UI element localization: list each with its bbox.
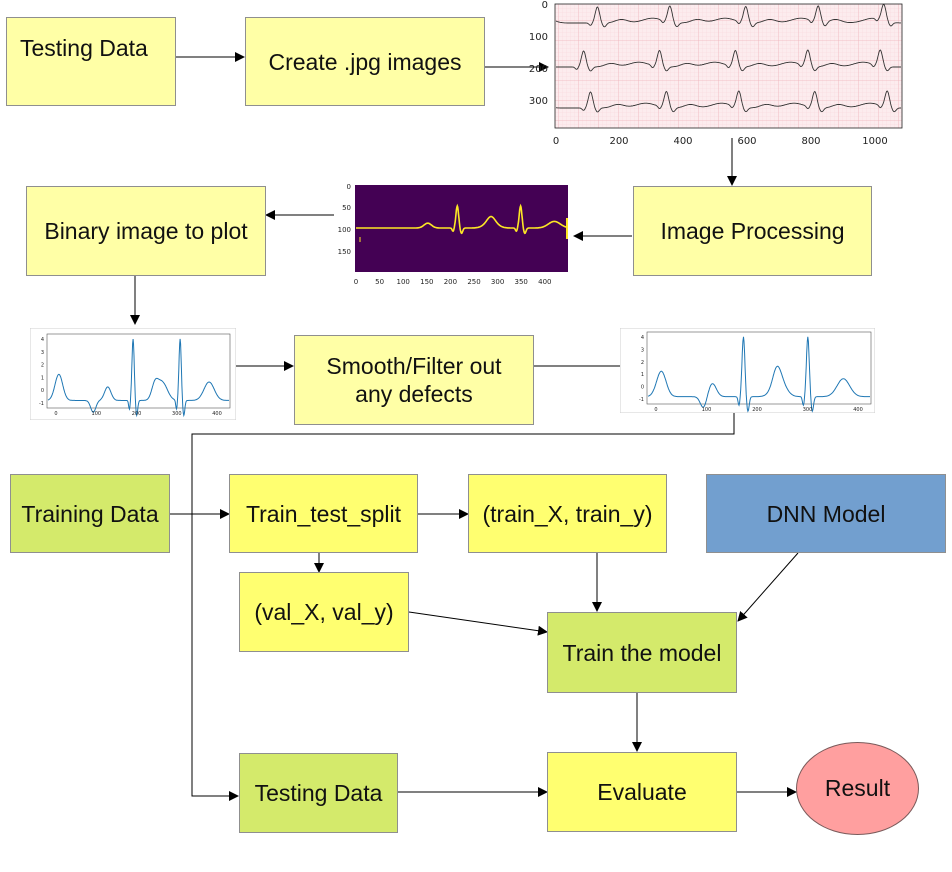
ecg-ytick-3: 300 <box>529 96 548 107</box>
raw-xticks-3: 300 <box>172 411 182 417</box>
smooth-yticks-1: 3 <box>641 347 644 353</box>
smooth-xticks-4: 400 <box>853 407 863 413</box>
raw-signal-plot: 4 3 2 1 0 -1 0 100 200 300 400 <box>30 328 236 420</box>
raw-yticks-3: 1 <box>41 375 44 381</box>
ecg-yticks: 0 100 200 300 <box>529 0 548 107</box>
ecg-traces <box>555 3 901 113</box>
testing-data-top-box: Testing Data <box>6 17 176 106</box>
ecg-xtick-2: 400 <box>673 136 692 147</box>
raw-xticks-1: 100 <box>92 411 102 417</box>
ecg-image-figure: 0 100 200 300 0 200 400 600 800 1000 <box>529 0 903 147</box>
binary-xtick-5: 250 <box>467 278 480 286</box>
training-data-box: Training Data <box>10 474 170 553</box>
binary-ytick-1: 50 <box>342 204 351 212</box>
train-model-box: Train the model <box>547 612 737 693</box>
smooth-xticks-0: 0 <box>654 407 657 413</box>
binary-xtick-8: 400 <box>538 278 551 286</box>
binary-xtick-2: 100 <box>397 278 410 286</box>
smooth-yticks-4: 0 <box>641 385 644 391</box>
result-oval: Result <box>796 742 919 835</box>
smooth-yticks-3: 1 <box>641 372 644 378</box>
raw-yticks-4: 0 <box>41 388 44 394</box>
binary-ytick-3: 150 <box>338 248 351 256</box>
arrow-valxy-to-model <box>408 611 548 636</box>
connector-cleanplot-to-testing <box>191 408 735 801</box>
train-test-split-box: Train_test_split <box>229 474 418 553</box>
raw-signal-line <box>47 338 229 418</box>
smooth-filter-line1: Smooth/Filter out <box>326 353 502 379</box>
binary-ytick-2: 100 <box>338 226 351 234</box>
ecg-xtick-3: 600 <box>737 136 756 147</box>
ecg-xtick-0: 0 <box>553 136 559 147</box>
testing-data-bottom-box: Testing Data <box>239 753 398 833</box>
ecg-ytick-1: 100 <box>529 32 548 43</box>
arrow-dnn-to-model <box>737 552 799 622</box>
smooth-yticks-5: -1 <box>639 397 644 403</box>
image-processing-box: Image Processing <box>633 186 872 276</box>
ecg-xtick-4: 800 <box>801 136 820 147</box>
raw-yticks: 4 3 2 1 0 -1 <box>39 337 44 407</box>
raw-xticks-0: 0 <box>54 411 57 417</box>
train-xy-box: (train_X, train_y) <box>468 474 667 553</box>
smooth-xticks: 0 100 200 300 400 <box>654 407 862 413</box>
binary-ytick-0: 0 <box>347 183 351 191</box>
smooth-xticks-2: 200 <box>752 407 762 413</box>
ecg-xtick-5: 1000 <box>862 136 887 147</box>
ecg-xtick-1: 200 <box>609 136 628 147</box>
binary-xtick-3: 150 <box>420 278 433 286</box>
smooth-yticks-0: 4 <box>641 335 644 341</box>
binary-xtick-4: 200 <box>444 278 457 286</box>
raw-yticks-1: 3 <box>41 350 44 356</box>
binary-xtick-7: 350 <box>515 278 528 286</box>
binary-xtick-1: 50 <box>375 278 384 286</box>
val-xy-box: (val_X, val_y) <box>239 572 409 652</box>
binary-yticks: 0 50 100 150 <box>338 183 351 256</box>
dnn-model-box: DNN Model <box>706 474 946 553</box>
ecg-ytick-2: 200 <box>529 64 548 75</box>
binary-xtick-0: 0 <box>354 278 358 286</box>
smooth-yticks-2: 2 <box>641 360 644 366</box>
smoothed-signal-line <box>647 336 870 413</box>
smoothed-signal-plot: 4 3 2 1 0 -1 0 100 200 300 400 <box>620 328 875 413</box>
raw-yticks-2: 2 <box>41 363 44 369</box>
smooth-yticks: 4 3 2 1 0 -1 <box>639 335 644 403</box>
binary-xtick-6: 300 <box>491 278 504 286</box>
raw-xticks: 0 100 200 300 400 <box>54 411 221 417</box>
evaluate-box: Evaluate <box>547 752 737 832</box>
raw-yticks-0: 4 <box>41 337 44 343</box>
raw-xticks-4: 400 <box>212 411 222 417</box>
ecg-trace-row-2 <box>556 49 901 72</box>
raw-yticks-5: -1 <box>39 401 44 407</box>
ecg-xticks: 0 200 400 600 800 1000 <box>553 136 888 147</box>
smooth-filter-box: Smooth/Filter out any defects <box>294 335 534 425</box>
smooth-xticks-1: 100 <box>702 407 712 413</box>
binary-xticks: 0 50 100 150 200 250 300 350 400 <box>354 278 552 286</box>
binary-to-plot-box: Binary image to plot <box>26 186 266 276</box>
create-jpg-box: Create .jpg images <box>245 17 485 106</box>
ecg-ytick-0: 0 <box>542 0 548 11</box>
ecg-trace-row-3 <box>555 90 901 113</box>
binary-trace <box>356 203 568 235</box>
smooth-xticks-3: 300 <box>803 407 813 413</box>
smooth-filter-line2: any defects <box>355 381 473 407</box>
raw-xticks-2: 200 <box>132 411 142 417</box>
ecg-trace-row-1 <box>555 3 901 28</box>
binary-image-figure: 0 50 100 150 0 50 100 150 200 250 300 350 400 <box>338 183 568 286</box>
